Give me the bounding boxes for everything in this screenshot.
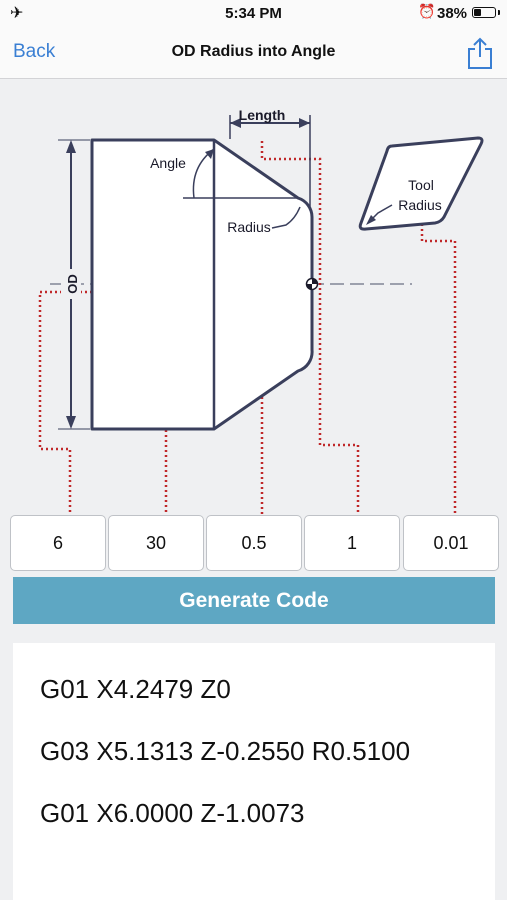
od-label-bg [61, 269, 81, 299]
alarm-icon: ⏰ [418, 3, 436, 19]
gcode-output: G01 X4.2479 Z0 G03 X5.1313 Z-0.2550 R0.5… [13, 643, 495, 900]
page-title: OD Radius into Angle [171, 43, 336, 60]
label-angle: Angle [150, 155, 186, 171]
gcode-line-1: G01 X4.2479 Z0 [40, 674, 231, 704]
parameter-inputs: 6 30 0.5 1 0.01 [10, 515, 500, 571]
battery-icon [472, 7, 500, 18]
gcode-line-3: G01 X6.0000 Z-1.0073 [40, 798, 305, 828]
share-icon[interactable] [466, 36, 494, 70]
generate-code-button[interactable]: Generate Code [13, 577, 495, 624]
battery-cap [498, 10, 500, 15]
length-input[interactable]: 0.5 [206, 515, 302, 571]
length-dimension [229, 115, 311, 209]
radius-input[interactable]: 1 [304, 515, 400, 571]
gcode-line-2: G03 X5.1313 Z-0.2550 R0.5100 [40, 736, 411, 766]
part-outline [90, 138, 314, 431]
od-input[interactable]: 6 [10, 515, 106, 571]
angle-input[interactable]: 30 [108, 515, 204, 571]
label-radius: Radius [227, 219, 271, 235]
label-od: OD [65, 274, 80, 294]
status-time: 5:34 PM [225, 5, 282, 22]
battery-fill [474, 9, 482, 16]
leader-tool-radius [420, 219, 457, 515]
label-tool-radius: Radius [398, 197, 442, 213]
status-bar: ✈ 5:34 PM ⏰ 38% [0, 0, 507, 28]
od-radius-diagram: OD Length Angle Radius Tool Radius [38, 107, 484, 515]
tool-tip-marker [305, 277, 319, 291]
navigation-bar: Back OD Radius into Angle [0, 28, 507, 79]
radius-leader [271, 206, 301, 229]
airplane-mode-icon: ✈ [10, 5, 24, 22]
back-button[interactable]: Back [13, 41, 56, 62]
label-length: Length [239, 107, 286, 123]
tool-radius-input[interactable]: 0.01 [403, 515, 499, 571]
label-tool: Tool [408, 177, 434, 193]
angle-indicator [183, 148, 298, 199]
leader-length [260, 141, 360, 515]
tool-radius-arrow [366, 215, 376, 225]
leader-od [38, 290, 92, 515]
battery-percent: 38% [437, 5, 468, 22]
